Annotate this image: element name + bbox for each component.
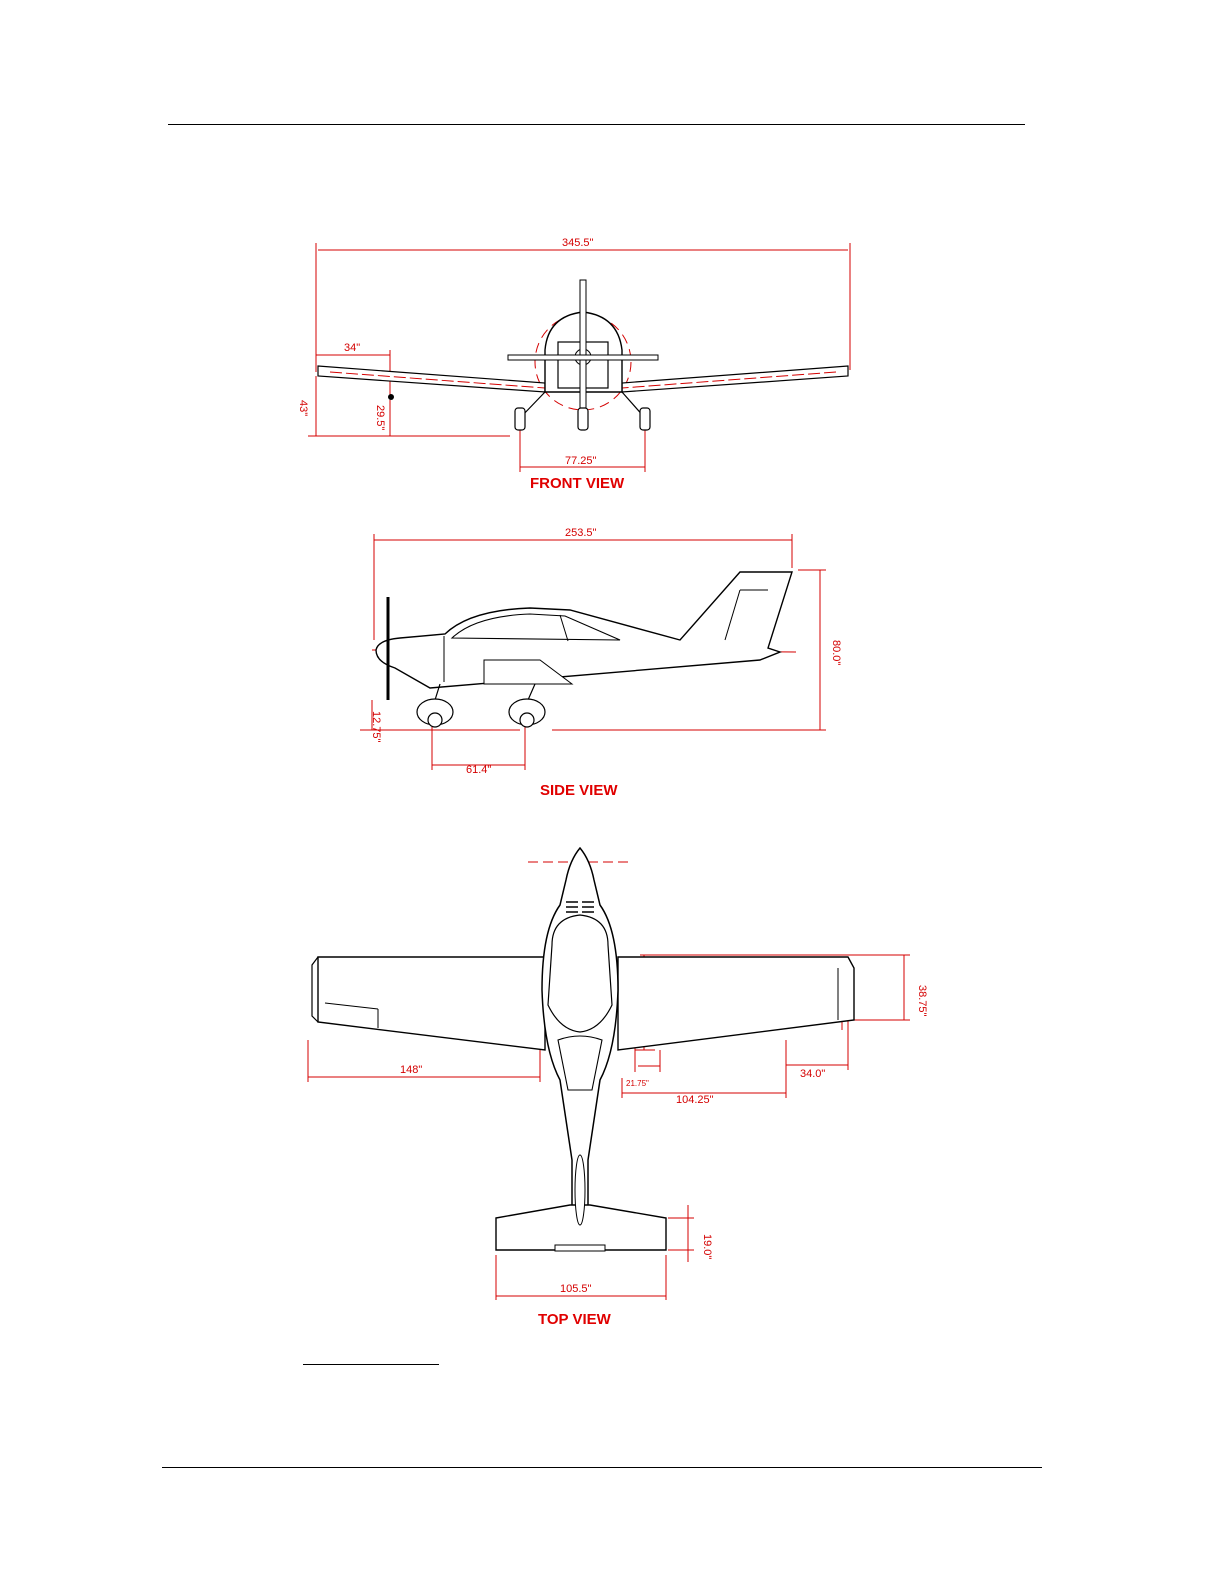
top-stab-span-label: 105.5" — [560, 1283, 592, 1295]
front-tip-height-label: 29.5" — [374, 405, 386, 430]
top-stab-chord-label: 19.0" — [701, 1234, 713, 1259]
top-flap-label: 104.25" — [676, 1094, 714, 1106]
top-aileron-label: 34.0" — [800, 1068, 825, 1080]
top-half-span-label: 148" — [400, 1064, 422, 1076]
front-track-label: 77.25" — [565, 455, 597, 467]
side-view-title: SIDE VIEW — [540, 782, 618, 799]
top-view: 148" 38.75" 21.75" 104.25" 34.0" 19.0" 1… — [308, 848, 928, 1328]
front-view: 345.5" 34" 43" 29.5" 77.25" FRONT VIEW — [297, 237, 850, 492]
side-ground-label: 12.75" — [370, 711, 382, 743]
top-root-label: 21.75" — [626, 1079, 649, 1088]
top-chord-label: 38.75" — [916, 985, 928, 1017]
side-wheelbase-label: 61.4" — [466, 764, 491, 776]
front-height-label: 43" — [297, 400, 309, 416]
top-view-title: TOP VIEW — [538, 1311, 612, 1328]
side-height-label: 80.0" — [830, 640, 842, 665]
front-view-title: FRONT VIEW — [530, 475, 625, 492]
front-span-label: 345.5" — [562, 237, 594, 249]
side-view: 253.5" 80.0" 12.75" 61.4" SIDE VIEW — [360, 527, 842, 799]
side-length-label: 253.5" — [565, 527, 597, 539]
front-tip-offset-label: 34" — [344, 342, 360, 354]
